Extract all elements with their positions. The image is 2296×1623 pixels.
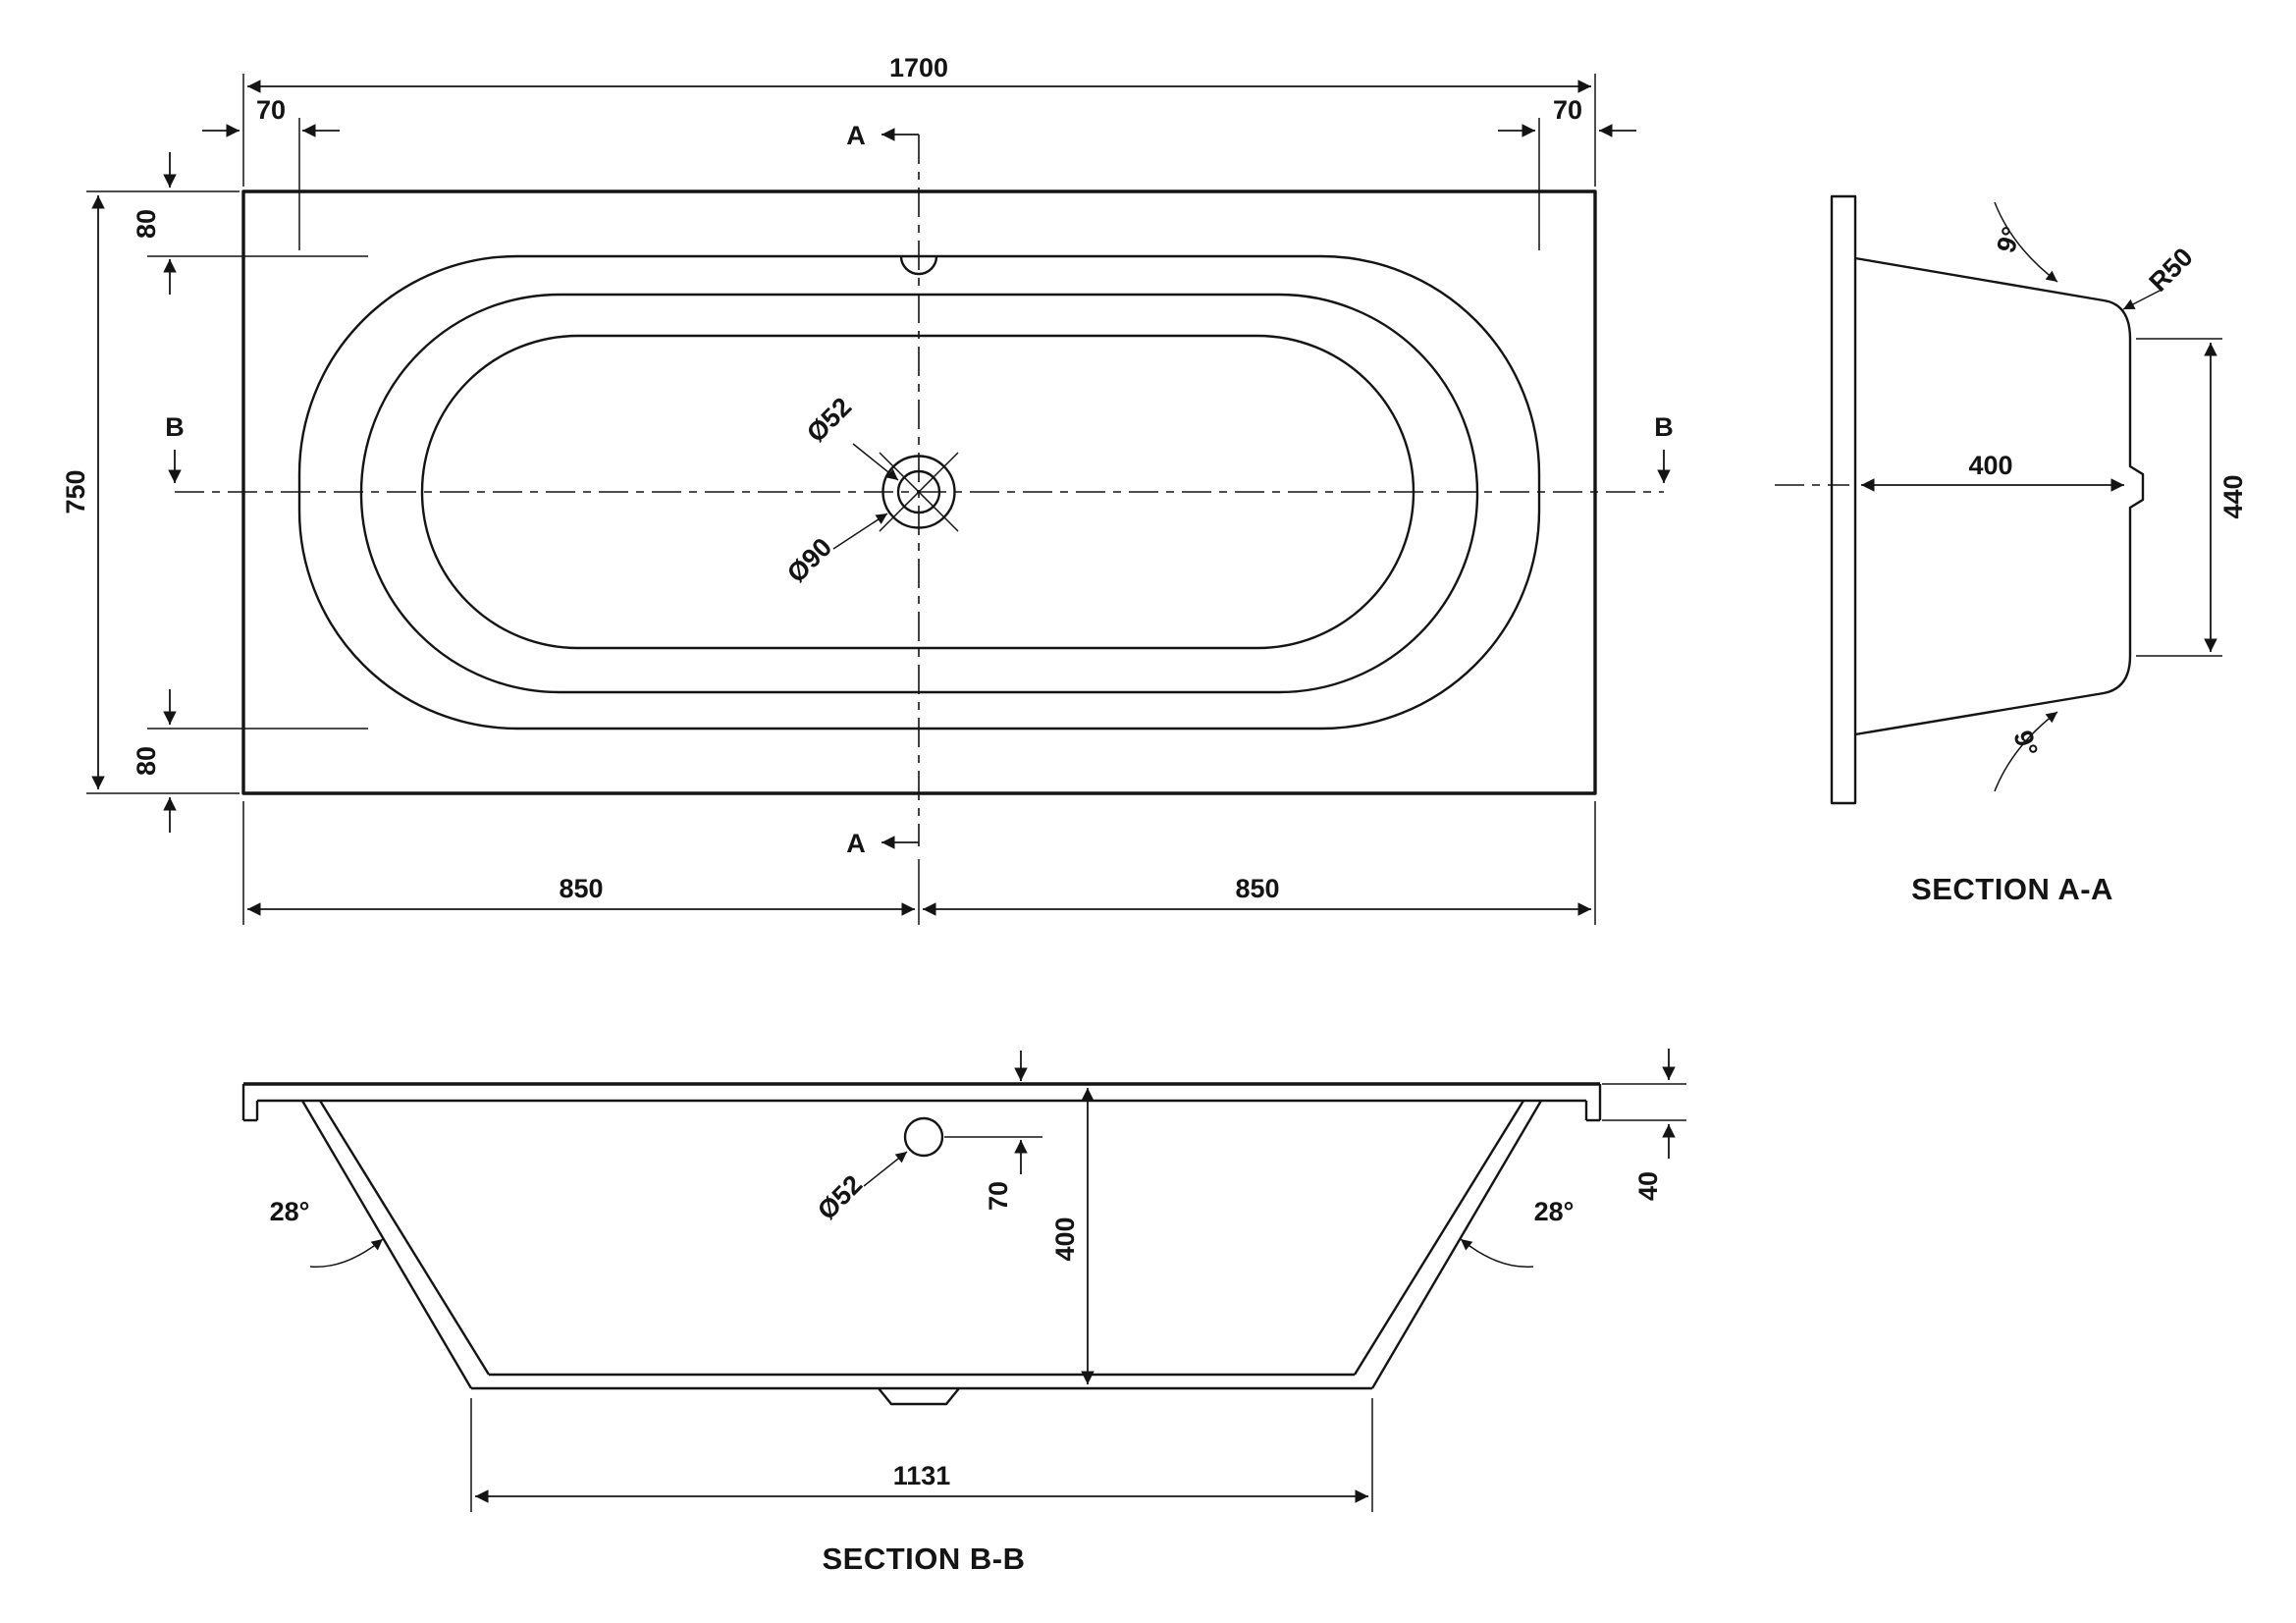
dim-end-right: 70 [1498, 95, 1636, 137]
wall-outer-right [1370, 1100, 1543, 1389]
angle-arc [1994, 711, 2058, 792]
section-bb-view: 70 400 40 1131 28° 28° [241, 1049, 1686, 1576]
leader-line [863, 1151, 908, 1187]
section-b-label-left: B [165, 412, 185, 442]
angle-9-bottom-label: 9° [2007, 727, 2044, 760]
dim-70-left-label: 70 [256, 95, 286, 125]
drain-dia52-label: Ø52 [801, 392, 857, 448]
dim-half-right: 850 [923, 874, 1591, 916]
dim-400-aa-label: 400 [1968, 451, 2012, 480]
section-marker-b-left: B [165, 412, 185, 483]
angle-bb-left: 28° [270, 1197, 384, 1269]
drain-outer-circle [881, 455, 956, 529]
angle-arc [1460, 1238, 1534, 1269]
section-bb-title: SECTION B-B [823, 1542, 1026, 1576]
angle-aa-top: 9° [1991, 201, 2058, 283]
section-marker-a-bottom: A [846, 829, 919, 858]
wall-inner-right [1353, 1100, 1525, 1376]
overflow-notch [899, 255, 938, 276]
drain-cross-tick [879, 452, 959, 532]
section-aa-view: 400 440 R50 9° 9° SECTION A-A [1775, 194, 2248, 906]
rim-plate [1830, 194, 1857, 805]
dim-half-left: 850 [247, 874, 915, 916]
callout-rim-radius: R50 [2122, 243, 2199, 310]
dim-bb-rim: 40 [1602, 1049, 1686, 1201]
dim-40-label: 40 [1633, 1171, 1663, 1201]
section-aa-profile [1854, 256, 2145, 736]
dim-850-right-label: 850 [1235, 874, 1279, 903]
dim-rim-bottom: 80 [132, 689, 177, 833]
wall-outer-left [300, 1100, 473, 1389]
dim-750-label: 750 [61, 469, 90, 514]
dim-bb-base: 1131 [470, 1398, 1373, 1512]
leader-line [2122, 288, 2164, 310]
dim-width: 750 [61, 195, 105, 789]
leader-line [832, 513, 888, 550]
waste-recess-bump [878, 1387, 960, 1406]
dim-80-bottom-label: 80 [132, 746, 161, 776]
section-a-label-bottom: A [846, 829, 866, 858]
dim-850-left-label: 850 [559, 874, 603, 903]
section-marker-b-right: B [1654, 412, 1674, 483]
section-marker-a-top: A [846, 121, 919, 150]
dim-440-label: 440 [2218, 474, 2248, 518]
dim-80-top-label: 80 [132, 209, 161, 239]
angle-28-right-label: 28° [1534, 1197, 1575, 1226]
angle-arc [309, 1238, 384, 1269]
section-aa-title: SECTION A-A [1911, 872, 2113, 906]
dim-70-right-label: 70 [1553, 95, 1582, 125]
dim-1700-label: 1700 [889, 53, 948, 82]
section-a-label-top: A [846, 121, 866, 150]
angle-aa-bottom: 9° [1994, 711, 2058, 792]
dim-end-left: 70 [202, 95, 340, 137]
dim-length: 1700 [247, 53, 1591, 93]
angle-28-left-label: 28° [270, 1197, 310, 1226]
callout-drain-small: Ø52 [801, 392, 899, 481]
r50-label: R50 [2144, 243, 2199, 298]
leader-line [852, 443, 899, 481]
angle-9-top-label: 9° [1991, 223, 2027, 256]
dim-70-bb-label: 70 [984, 1181, 1013, 1211]
section-b-label-right: B [1654, 412, 1674, 442]
dim-1131-label: 1131 [893, 1461, 951, 1490]
dim-bb-depth: 400 [1050, 1088, 1095, 1384]
dim-rim-top: 80 [132, 152, 177, 295]
wall-inner-left [318, 1100, 491, 1376]
plan-view: 1700 70 70 80 80 750 [61, 53, 1674, 925]
drain-inner-circle [896, 469, 941, 514]
dim-bb-overflow-offset: 70 [944, 1051, 1042, 1211]
callout-overflow: Ø52 [812, 1151, 908, 1225]
overflow-hole [903, 1116, 944, 1158]
dim-aa-base: 440 [2136, 338, 2248, 657]
callout-drain-large: Ø90 [781, 513, 888, 588]
angle-bb-right: 28° [1460, 1197, 1575, 1269]
dim-aa-depth: 400 [1861, 451, 2124, 492]
dia52-bb-label: Ø52 [812, 1169, 868, 1225]
angle-arc [1994, 201, 2058, 283]
dim-400-bb-label: 400 [1050, 1217, 1080, 1261]
drain-dia90-label: Ø90 [781, 532, 837, 588]
